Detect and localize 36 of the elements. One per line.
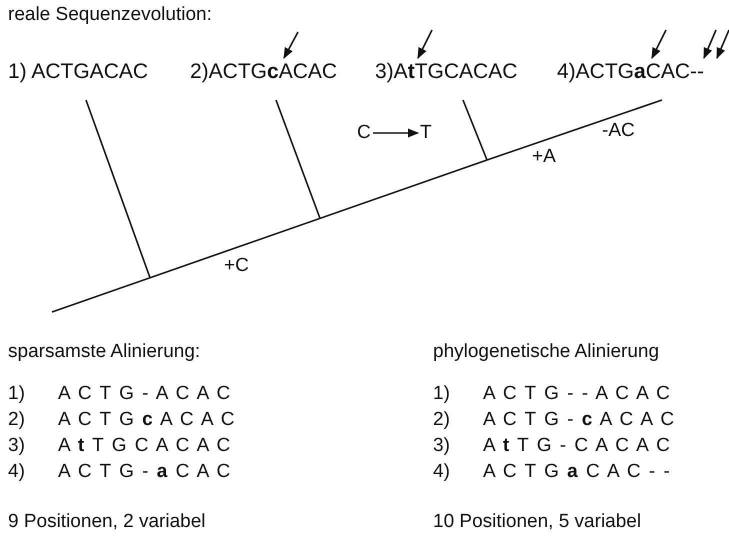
row-number: 4) [8,461,25,483]
row-number: 1) [433,383,450,405]
arrow [373,128,420,138]
nucleotide-label: T [420,122,432,144]
tree-branch-line [462,100,488,160]
tree-branch-line [85,100,151,278]
aligned-sequence: A C T G - c A C A C [483,409,674,431]
tree-trunk-line [52,159,488,313]
aligned-sequence: A C T G a C A C - - [483,461,670,483]
sequence-label: 3)AtTGCACAC [375,61,518,100]
summary-text: 9 Positionen, 2 variabel [8,511,206,533]
summary-text: 10 Positionen, 5 variabel [433,511,642,533]
sequence-label: 2)ACTGcACAC [190,61,338,100]
row-number: 3) [433,435,450,457]
row-number: 3) [8,435,25,457]
nucleotide-label: C [357,122,371,144]
aligned-sequence: A C T G - - A C A C [483,383,670,405]
heading: phylogenetische Alinierung [433,341,660,363]
sequence-label: 1) ACTGACAC [8,61,148,100]
aligned-sequence: A C T G - A C A C [58,383,230,405]
mutation-label: -AC [602,120,635,142]
tree-branch-line [275,100,321,219]
mutation-label: +C [224,255,249,277]
aligned-sequence: A C T G - a C A C [58,461,230,483]
mutation-label: +A [532,146,556,168]
tree-branch-line [486,99,662,161]
row-number: 4) [433,461,450,483]
row-number: 1) [8,383,25,405]
heading: sparsamste Alinierung: [8,341,200,363]
aligned-sequence: A C T G c A C A C [58,409,234,431]
row-number: 2) [8,409,25,431]
aligned-sequence: A t T G C A C A C [58,435,230,457]
row-number: 2) [433,409,450,431]
heading: reale Sequenzevolution: [8,4,212,26]
sequence-label: 4)ACTGaCAC-- [557,61,704,100]
aligned-sequence: A t T G - C A C A C [483,435,670,457]
